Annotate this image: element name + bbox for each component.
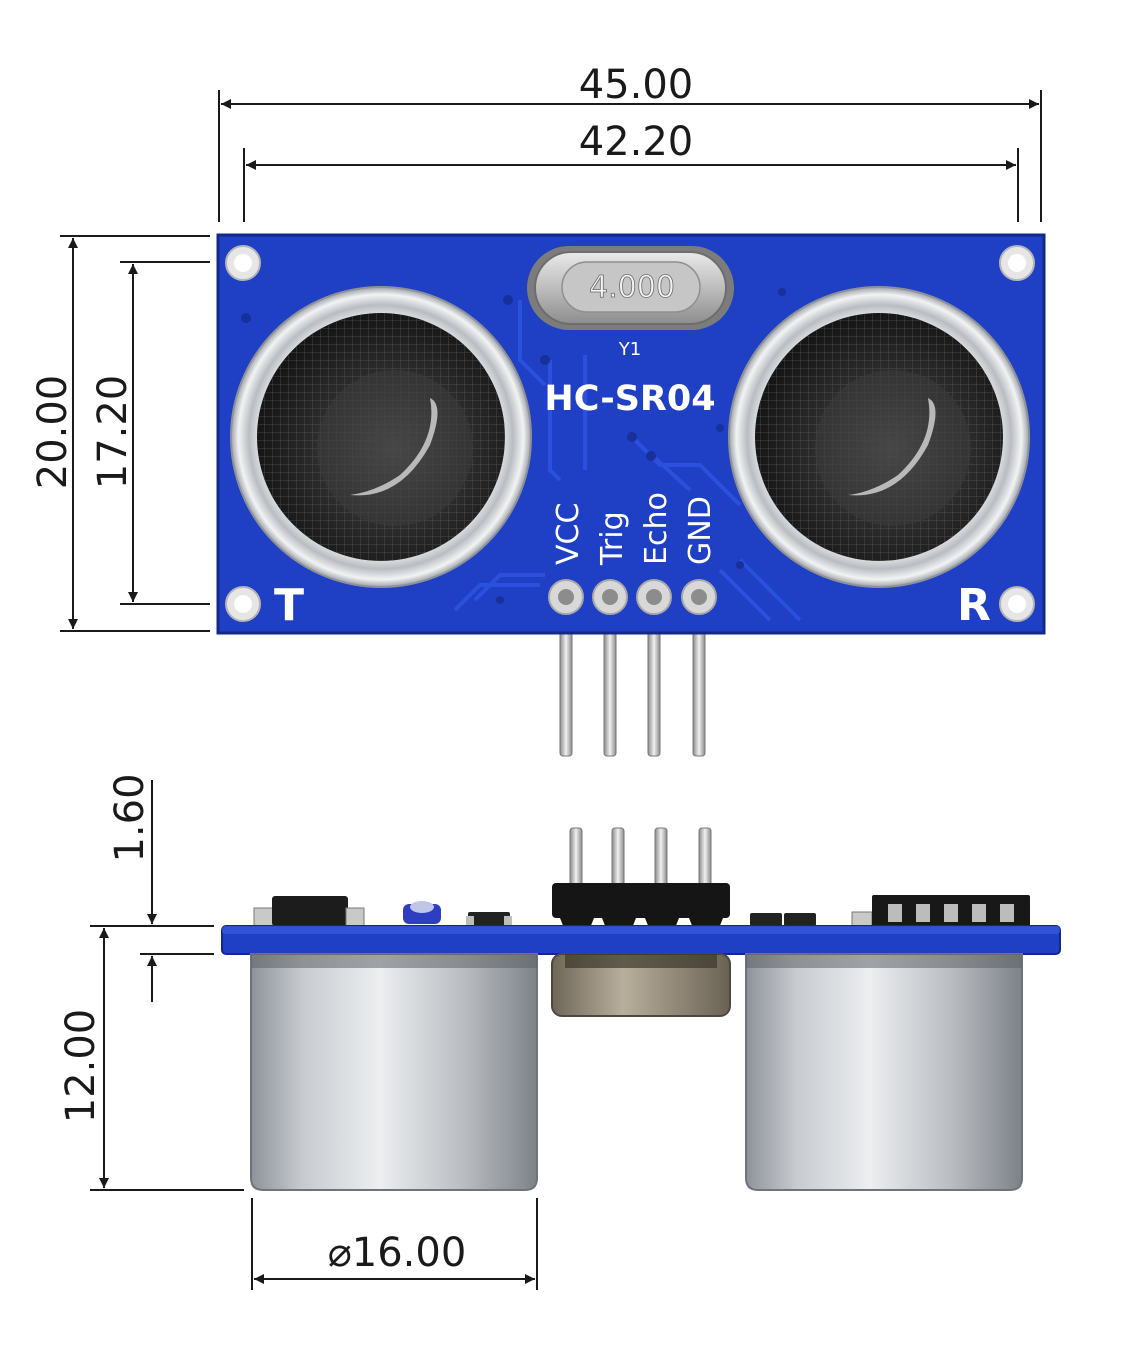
crystal-side-view — [551, 953, 731, 1017]
pin-labels: VCC Trig Echo GND — [551, 492, 718, 566]
pin-label-trig: Trig — [595, 511, 630, 566]
transmitter-can-side — [250, 953, 538, 1191]
crystal-value-label: 4.000 — [589, 270, 675, 305]
pcb-traces — [453, 300, 802, 622]
side-view-dimensions — [90, 780, 538, 1290]
top-view: 4.000 Y1 HC-SR04 VCC Trig Echo GND T R — [216, 233, 1046, 757]
receiver-can-side — [745, 953, 1023, 1191]
receiver-transducer — [728, 286, 1030, 588]
dimension-total-width: 45.00 — [579, 62, 694, 108]
header-pins-side-view — [552, 827, 730, 928]
dimension-pcb-thickness: 1.60 — [107, 773, 153, 862]
mounting-holes — [225, 245, 1035, 622]
dimension-transducer-height: 12.00 — [58, 1009, 104, 1124]
pin-label-gnd: GND — [683, 496, 718, 565]
side-view — [221, 827, 1061, 1191]
receiver-label: R — [957, 580, 991, 631]
dimension-hole-height: 17.20 — [90, 375, 136, 490]
model-label: HC-SR04 — [544, 379, 715, 419]
top-view-dimensions — [60, 90, 1042, 632]
crystal-oscillator: 4.000 — [527, 246, 734, 330]
transmitter-label: T — [274, 580, 304, 631]
transmitter-transducer — [230, 286, 532, 588]
pin-pads — [548, 579, 717, 615]
pin-label-vcc: VCC — [551, 503, 586, 565]
crystal-reference-label: Y1 — [618, 339, 641, 360]
header-pins-top-view — [559, 631, 706, 757]
dimension-total-height: 20.00 — [30, 375, 76, 490]
dimension-hole-width: 42.20 — [579, 119, 694, 165]
dimension-transducer-diameter: ⌀16.00 — [328, 1230, 467, 1276]
pin-label-echo: Echo — [639, 492, 674, 565]
pcb-vias — [241, 288, 1028, 604]
